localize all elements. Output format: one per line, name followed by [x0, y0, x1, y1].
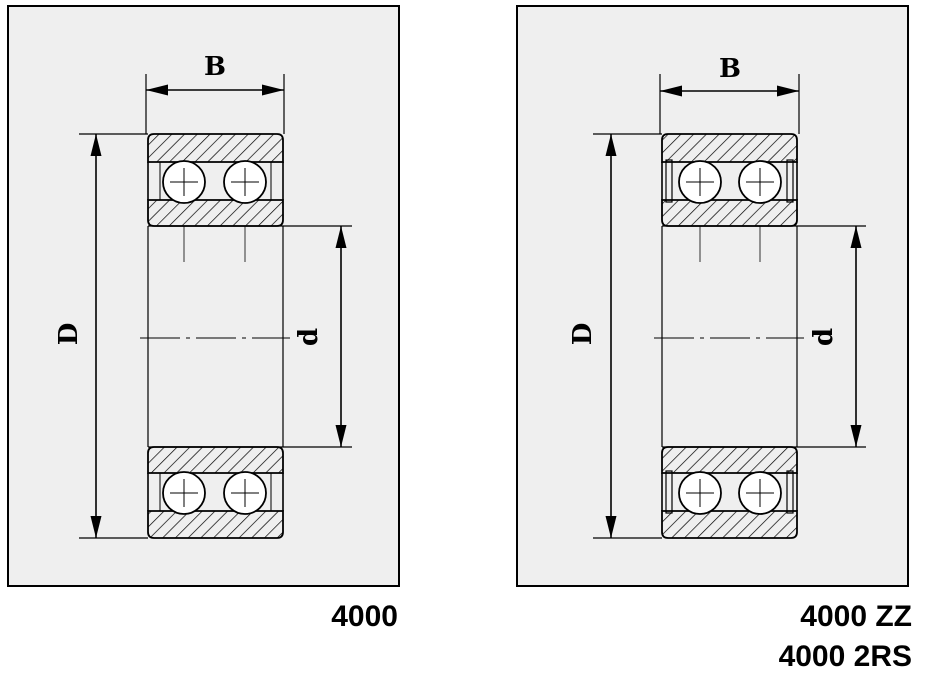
dimension-d-label: d: [809, 328, 839, 346]
ball: [678, 160, 722, 204]
ball: [738, 160, 782, 204]
dimension-d-label: d: [294, 328, 324, 346]
panel-4000: B D d: [7, 5, 400, 587]
ball: [162, 160, 206, 204]
ball: [678, 471, 722, 515]
ball: [738, 471, 782, 515]
model-code-zz: 4000 ZZ: [800, 600, 912, 633]
dimension-B-label: B: [719, 54, 741, 84]
seal-shield: [665, 470, 794, 514]
bearing-section-top: [147, 133, 284, 262]
dimension-D-label: D: [568, 323, 598, 346]
dimension-B-label: B: [204, 52, 226, 82]
ball: [223, 160, 267, 204]
bearing-section-bottom: [147, 446, 284, 539]
ball: [223, 471, 267, 515]
bearing-section-top: [661, 133, 798, 262]
dimension-D-label: D: [54, 323, 84, 346]
model-code-2rs: 4000 2RS: [779, 640, 912, 673]
ball: [162, 471, 206, 515]
model-code: 4000: [331, 600, 398, 633]
panel-4000-zz-2rs: B D d: [516, 5, 909, 587]
seal-shield: [665, 159, 794, 203]
bearing-section-bottom: [661, 446, 798, 539]
